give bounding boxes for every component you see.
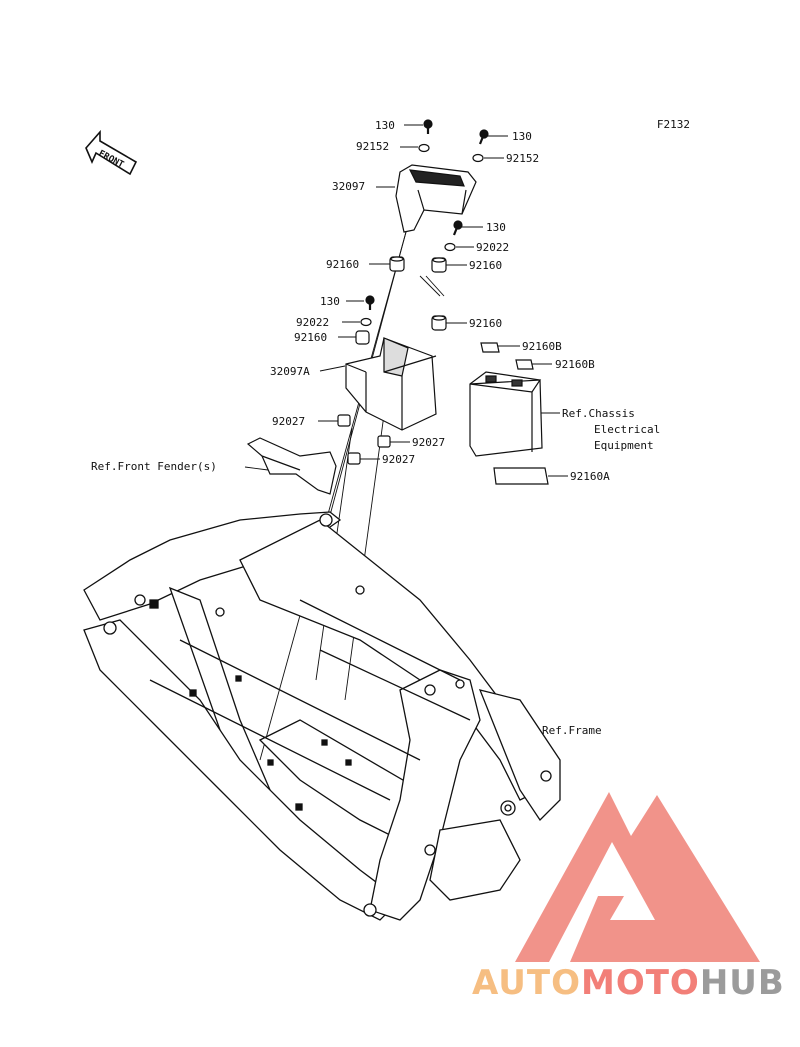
pad-92160b-2-icon: [515, 359, 534, 370]
label-92160-right-upper: 92160: [469, 259, 503, 272]
hardware-parts: [337, 119, 549, 485]
label-ref-frame: Ref.Frame: [542, 724, 602, 737]
battery-case-lower-icon: [345, 337, 437, 431]
label-130-top-right: 130: [512, 130, 532, 143]
bolt-130-mid-right-icon: [452, 220, 463, 236]
label-32097: 32097: [332, 180, 366, 193]
front-fender-bracket-icon: [246, 437, 337, 495]
damper-92160-left-icon: [389, 256, 405, 272]
frame-icon: [83, 511, 561, 921]
figure-code: F2132: [656, 118, 690, 131]
front-arrow-icon: FRONT: [85, 129, 138, 176]
battery-cover-upper-icon: [395, 164, 477, 233]
label-92022-mid-left: 92022: [296, 316, 330, 329]
watermark-text: AUTOMOTOHUB: [472, 963, 785, 1003]
nut-92027-left-icon: [337, 414, 351, 427]
bolt-130-top-right-icon: [478, 129, 489, 145]
label-130-mid-right: 130: [486, 221, 506, 234]
bolt-130-mid-left-icon: [365, 295, 375, 310]
leader-lines: [244, 124, 568, 761]
label-ref-chassis-line1: Ref.Chassis: [562, 407, 635, 420]
battery-icon: [469, 371, 543, 457]
nut-92027-center-icon: [377, 435, 391, 448]
label-130-top-left: 130: [375, 119, 395, 132]
label-92027-left: 92027: [272, 415, 306, 428]
pad-92160b-1-icon: [480, 342, 500, 353]
nut-92027-lower-icon: [347, 452, 361, 465]
label-ref-chassis-line3: Equipment: [594, 439, 654, 452]
watermark-moto: MOTO: [580, 963, 700, 1003]
label-92160b-1: 92160B: [522, 340, 562, 353]
label-92027-lower: 92027: [382, 453, 416, 466]
damper-92160-mid-right-icon: [431, 315, 447, 331]
washer-92022-mid-left-icon: [360, 317, 372, 327]
bolt-130-top-left-icon: [423, 119, 433, 134]
label-92160a: 92160A: [570, 470, 610, 483]
washer-92022-mid-right-icon: [444, 242, 456, 252]
watermark-logo-icon: [515, 792, 760, 962]
washer-92152-top-left-icon: [418, 143, 430, 153]
label-ref-chassis-line2: Electrical: [594, 423, 661, 436]
damper-92160-mid-left-icon: [355, 330, 370, 345]
damper-92160-right-upper-icon: [431, 257, 447, 273]
washer-92152-top-right-icon: [472, 153, 484, 163]
label-92027-center: 92027: [412, 436, 446, 449]
label-92152-top-left: 92152: [356, 140, 390, 153]
label-92160-mid-left: 92160: [294, 331, 328, 344]
label-92160-left: 92160: [326, 258, 360, 271]
label-92022-mid-right: 92022: [476, 241, 510, 254]
label-ref-front-fender: Ref.Front Fender(s): [91, 460, 217, 473]
label-32097a: 32097A: [270, 365, 310, 378]
watermark-hub: HUB: [699, 963, 785, 1003]
label-130-mid-left: 130: [320, 295, 340, 308]
label-92152-top-right: 92152: [506, 152, 540, 165]
label-92160b-2: 92160B: [555, 358, 595, 371]
label-92160-mid-right: 92160: [469, 317, 503, 330]
watermark-auto: AUTO: [472, 963, 581, 1003]
pad-92160a-icon: [493, 467, 549, 485]
